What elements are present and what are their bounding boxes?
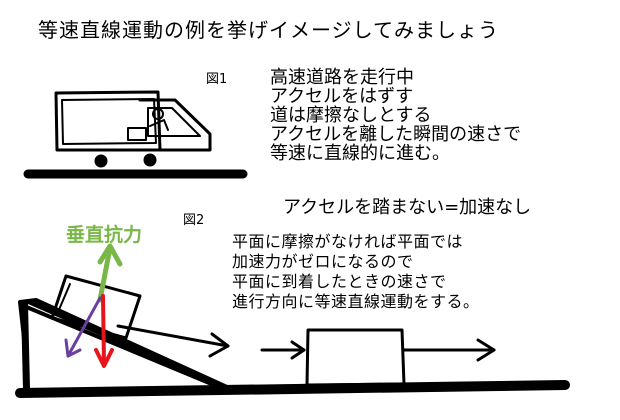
slope-block	[50, 274, 142, 340]
figure2-notes: 平面に摩擦がなければ平面では 加速力がゼロになるので 平面に到着したときの速さで…	[232, 232, 480, 312]
ground-line	[15, 380, 570, 398]
figure2-note-line: 進行方向に等速直線運動をする。	[232, 292, 480, 311]
figure1-note-line: 高速道路を走行中	[270, 67, 414, 88]
figure1-label: 図1	[206, 72, 228, 87]
figure1-note-line: アクセルをはずす	[270, 86, 414, 107]
wheel-icon	[94, 154, 108, 168]
wheel-icon	[143, 153, 157, 167]
normal-force-arrow-icon	[97, 245, 113, 303]
figure1-note-line: アクセルを離した瞬間の速さで	[270, 124, 522, 145]
figure2-label: 図2	[183, 213, 205, 228]
flat-block	[305, 328, 406, 387]
force-arrows	[64, 243, 123, 368]
truck-illustration	[23, 90, 248, 179]
page-title: 等速直線運動の例を挙げイメージしてみましょう	[38, 18, 499, 42]
slope-component-arrow-icon	[66, 296, 102, 358]
figure1-notes: 高速道路を走行中 アクセルをはずす 道は摩擦なしとする アクセルを離した瞬間の速…	[270, 68, 521, 163]
no-acceleration-note: アクセルを踏まない=加速なし	[283, 197, 532, 218]
gravity-arrow-icon	[101, 294, 106, 366]
figure1-note-line: 等速に直線的に進む。	[270, 143, 450, 164]
figure2-note-line: 平面に到着したときの速さで	[232, 272, 447, 291]
figure1-note-line: 道は摩擦なしとする	[270, 105, 432, 126]
figure2-note-line: 平面に摩擦がなければ平面では	[232, 232, 464, 251]
normal-force-label: 垂直抗力	[66, 224, 143, 246]
slope-illustration	[15, 274, 570, 398]
figure2-note-line: 加速力がゼロになるので	[232, 252, 414, 271]
